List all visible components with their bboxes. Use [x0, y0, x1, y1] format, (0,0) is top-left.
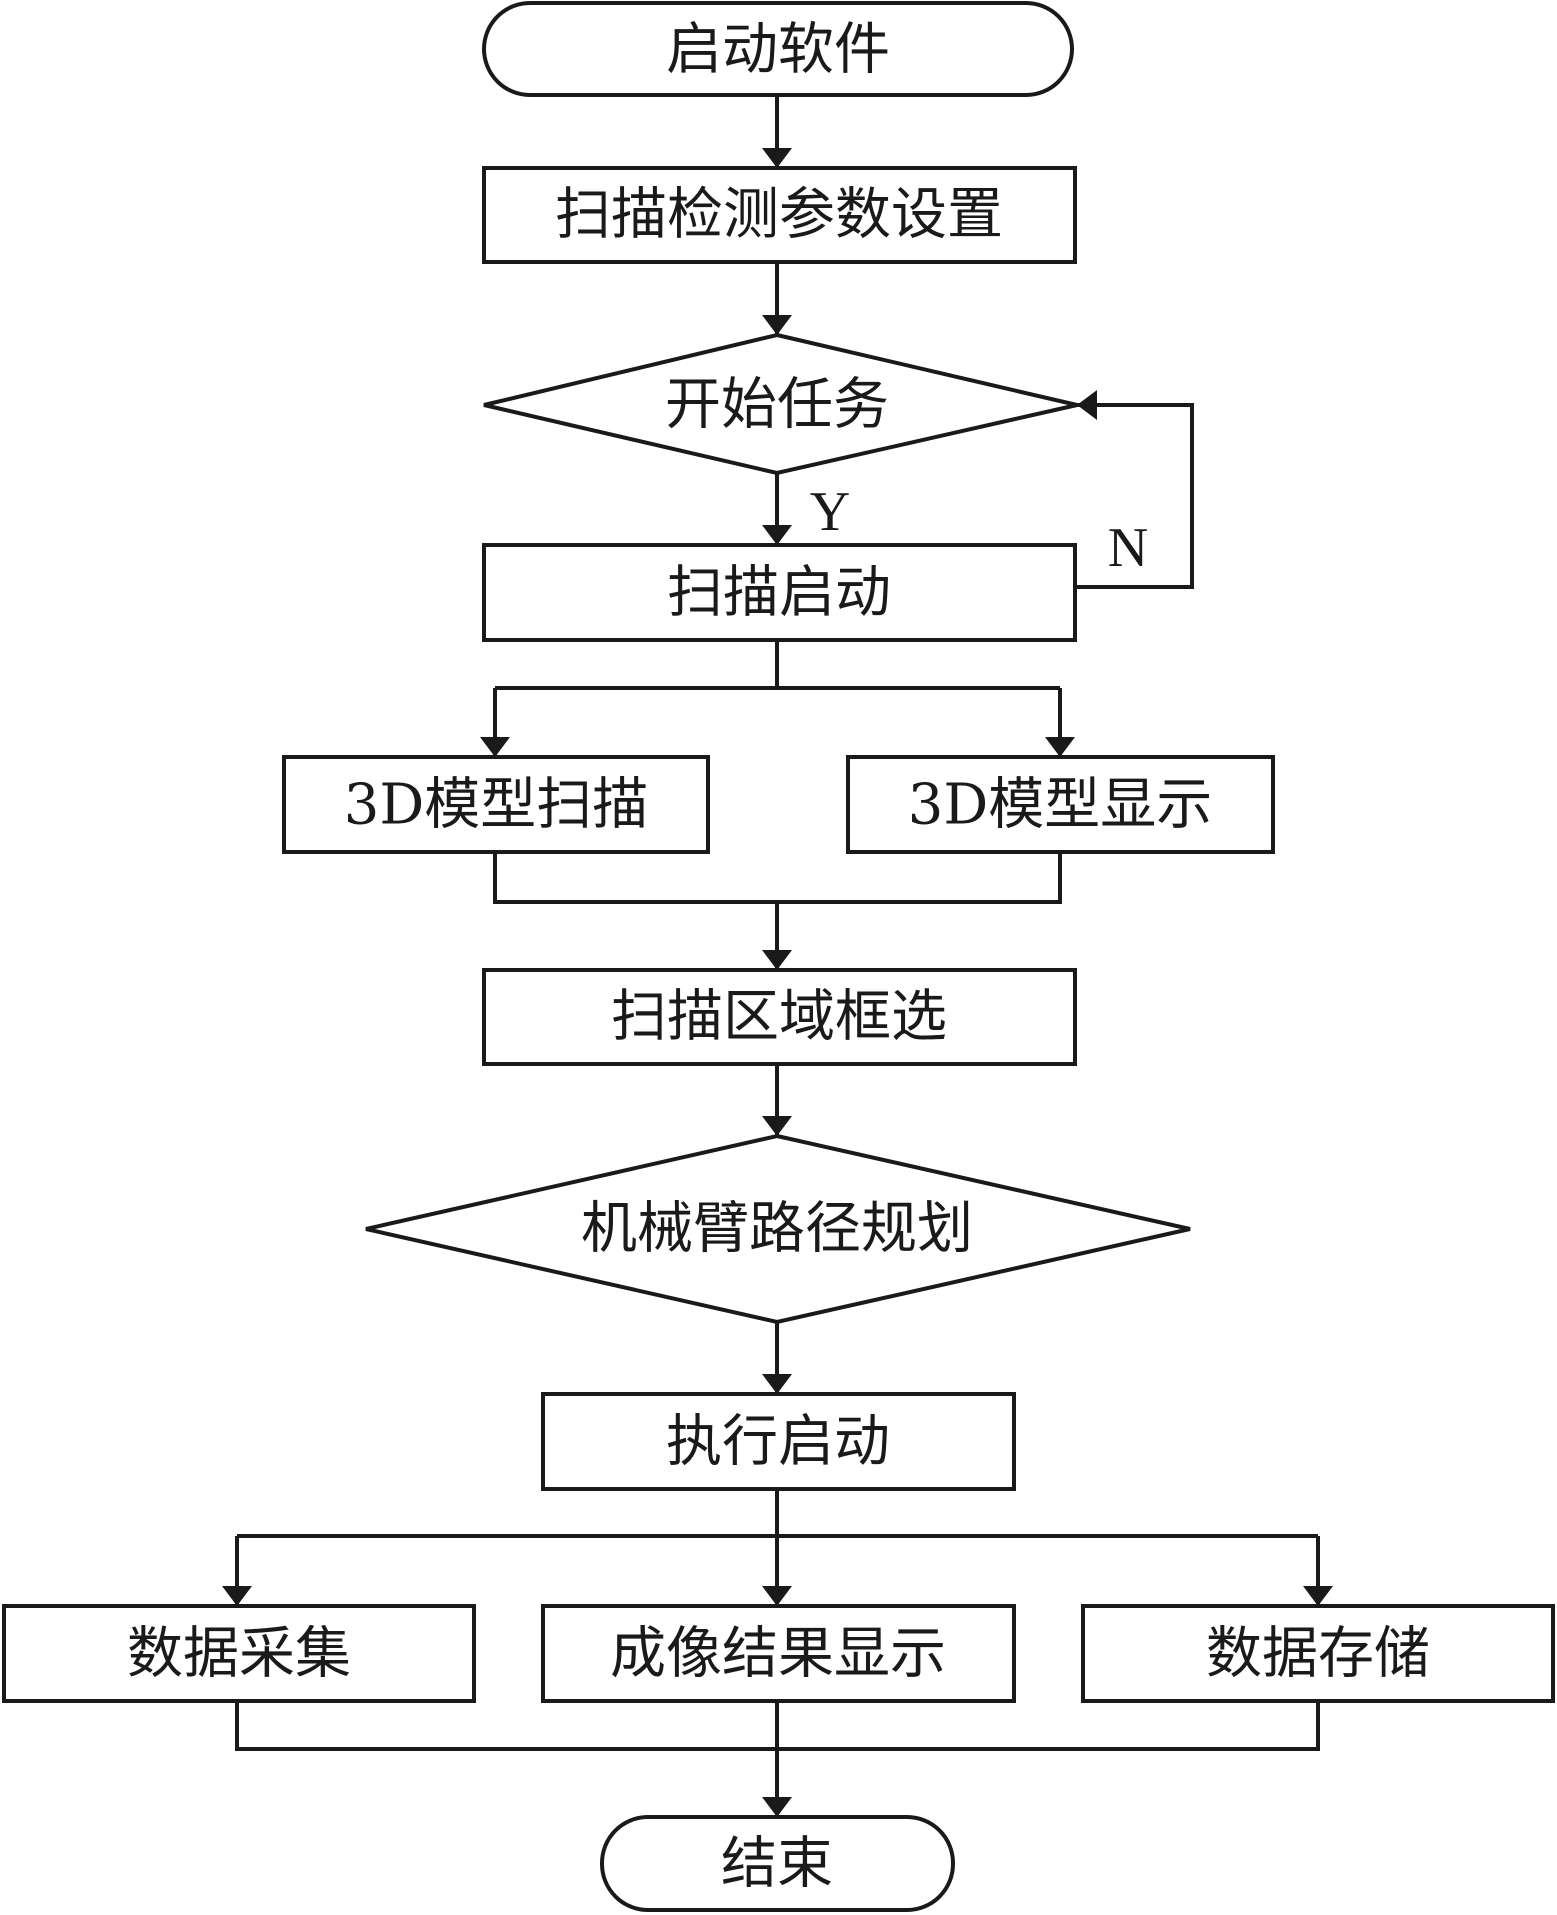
node-data-collect-label: 数据采集: [127, 1622, 351, 1687]
edge-label-yes: Y: [810, 481, 850, 543]
node-exec-start-label: 执行启动: [666, 1410, 890, 1475]
node-data-store: 数据存储: [1081, 1604, 1555, 1703]
node-arm-path: 机械臂路径规划: [365, 1133, 1191, 1325]
node-scan-start: 扫描启动: [482, 543, 1077, 642]
node-imaging-display-label: 成像结果显示: [610, 1622, 946, 1687]
node-region-select-label: 扫描区域框选: [611, 985, 947, 1050]
node-data-store-label: 数据存储: [1206, 1622, 1430, 1687]
node-start-task: 开始任务: [483, 332, 1078, 476]
node-scan-params: 扫描检测参数设置: [482, 166, 1077, 264]
node-start-label: 启动软件: [666, 18, 890, 83]
node-model-scan-label: 3D模型扫描: [344, 773, 649, 838]
node-start-task-label: 开始任务: [665, 373, 889, 438]
node-region-select: 扫描区域框选: [482, 968, 1077, 1066]
node-arm-path-label: 机械臂路径规划: [581, 1197, 973, 1262]
node-end: 结束: [600, 1815, 955, 1912]
edge-merge-1: [493, 852, 1062, 904]
node-scan-params-label: 扫描检测参数设置: [555, 183, 1003, 248]
edge-scanstart-loop-back: [1075, 390, 1194, 589]
node-model-scan: 3D模型扫描: [282, 755, 710, 854]
node-data-collect: 数据采集: [2, 1604, 476, 1703]
node-imaging-display: 成像结果显示: [541, 1604, 1016, 1703]
node-model-display-label: 3D模型显示: [908, 773, 1213, 838]
node-exec-start: 执行启动: [541, 1392, 1016, 1491]
edge-label-no: N: [1108, 517, 1148, 579]
connectors: [222, 95, 1333, 1817]
node-scan-start-label: 扫描启动: [667, 561, 891, 626]
node-start: 启动软件: [482, 1, 1074, 97]
node-end-label: 结束: [721, 1832, 833, 1897]
node-model-display: 3D模型显示: [846, 755, 1275, 854]
